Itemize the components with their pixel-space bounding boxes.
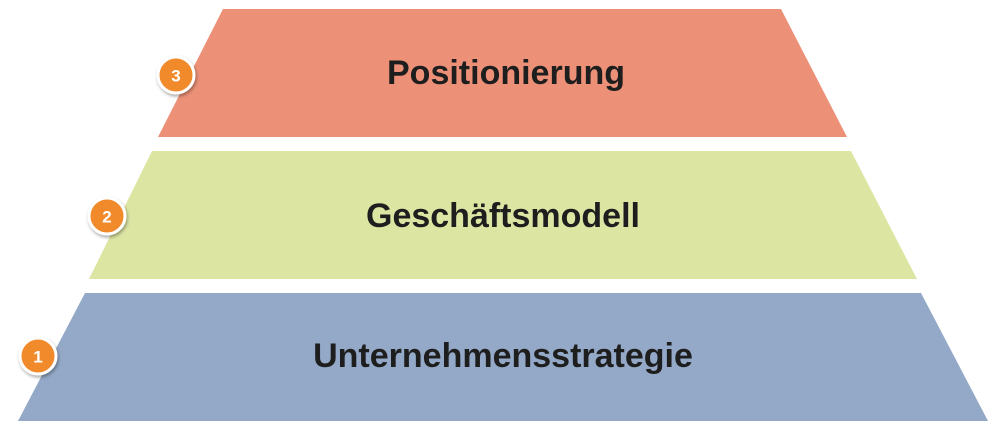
tier-unternehmensstrategie: Unternehmensstrategie [18,293,988,421]
tier-badge-1: 1 [18,336,58,376]
badge-circle [156,55,196,95]
tier-label: Geschäftsmodell [366,197,640,235]
tier-positionierung: Positionierung [158,9,847,137]
badge-number: 2 [102,208,111,227]
badge-circle [87,196,127,236]
tier-shape [89,151,917,279]
tier-label: Unternehmensstrategie [313,337,693,375]
badge-circle [18,336,58,376]
badge-number: 1 [33,348,42,367]
tier-shape [158,9,847,137]
tier-badge-2: 2 [87,196,127,236]
tier-geschaeftsmodell: Geschäftsmodell [89,151,917,279]
tier-shape [18,293,988,421]
tier-label: Positionierung [387,54,625,92]
tier-badge-3: 3 [156,55,196,95]
badge-number: 3 [171,67,180,86]
